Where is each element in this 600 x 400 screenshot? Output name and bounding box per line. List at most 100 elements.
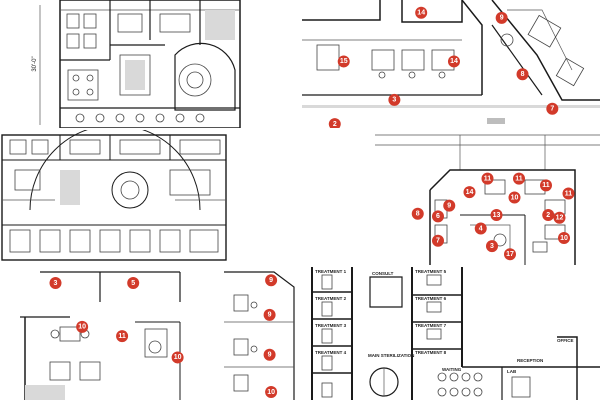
room-number-label: 11	[484, 175, 492, 182]
floor-plan-bottom-right: TREATMENT 1 TREATMENT 2 TREATMENT 3 TREATME…	[311, 267, 600, 400]
marker-group: 9 9 9 10	[263, 274, 278, 399]
room-number-marker	[411, 207, 424, 220]
room-number-label: 14	[450, 58, 458, 65]
room-number-marker	[508, 191, 521, 204]
room-number-marker	[513, 172, 525, 185]
room-number-marker	[265, 386, 278, 399]
room-label: TREATMENT 7	[415, 323, 447, 328]
room-number-label: 13	[493, 212, 501, 219]
floor-plan-bottom-left: 3 5 10 11 10	[20, 271, 184, 400]
room-label: LAB	[507, 369, 517, 374]
room-number-marker	[481, 172, 494, 185]
room-number-marker	[116, 330, 129, 343]
room-label: CONSULT	[372, 271, 394, 276]
room-label: TREATMENT 3	[315, 323, 347, 328]
room-label: TREATMENT 8	[415, 350, 447, 355]
plan-panel-top-right: 14 9 15 14 8 3 7 2	[302, 0, 600, 128]
room-number-marker	[432, 234, 444, 247]
room-number-marker	[171, 351, 184, 364]
room-label: MAIN STERILIZATION	[368, 353, 414, 358]
room-number-marker	[265, 274, 278, 287]
room-number-marker	[546, 102, 559, 115]
room-number-marker	[558, 232, 570, 244]
room-number-marker	[542, 209, 555, 222]
room-number-marker	[432, 210, 444, 223]
room-number-marker	[263, 348, 276, 361]
room-number-marker	[504, 248, 516, 261]
room-number-label: 2	[333, 121, 337, 128]
marker-group: 3 5 10 11 10	[49, 276, 184, 364]
room-number-label: 10	[78, 324, 86, 331]
room-number-label: 4	[479, 225, 483, 232]
room-label: TREATMENT 4	[315, 350, 347, 355]
room-number-label: 7	[436, 238, 440, 245]
room-number-label: 2	[546, 212, 550, 219]
room-number-marker	[463, 186, 476, 199]
room-number-label: 11	[118, 333, 126, 340]
room-number-label: 11	[542, 182, 550, 189]
room-number-label: 10	[560, 235, 568, 242]
room-number-label: 17	[506, 251, 514, 258]
room-number-marker	[76, 320, 89, 333]
room-number-label: 3	[392, 97, 396, 104]
plan-panel-bottom-left: 3 5 10 11 10	[0, 267, 222, 400]
room-label: TREATMENT 6	[415, 296, 447, 301]
room-number-marker	[495, 11, 508, 24]
room-number-marker	[562, 187, 575, 200]
room-label: OFFICE	[557, 338, 574, 343]
room-number-label: 6	[436, 213, 440, 220]
room-number-marker	[328, 118, 341, 128]
room-label-group: TREATMENT 1 TREATMENT 2 TREATMENT 3 TREATME…	[315, 269, 574, 374]
plan-panel-top-left: 30'-0"	[0, 0, 300, 128]
marker-group: 14 9 15 14 8 3 7 2	[328, 6, 559, 128]
room-number-marker	[415, 6, 428, 19]
floor-plan-top-left: 30'-0"	[32, 0, 241, 128]
floor-plan-middle-left	[1, 130, 227, 261]
room-number-label: 8	[521, 71, 525, 78]
room-label: RECEPTION	[517, 358, 543, 363]
room-number-label: 15	[340, 58, 348, 65]
room-label: TREATMENT 5	[415, 269, 447, 274]
room-number-label: 5	[131, 280, 135, 287]
room-number-label: 11	[565, 190, 573, 197]
room-number-label: 9	[447, 202, 451, 209]
room-number-label: 10	[174, 354, 182, 361]
room-number-label: 3	[490, 243, 494, 250]
room-label: WAITING	[442, 367, 462, 372]
room-number-label: 9	[269, 277, 273, 284]
room-number-label: 7	[550, 106, 554, 113]
room-number-marker	[263, 308, 276, 321]
room-number-label: 12	[556, 215, 564, 222]
room-number-marker	[49, 276, 62, 289]
room-number-label: 9	[268, 312, 272, 319]
room-number-marker	[490, 209, 503, 222]
dimension-label: 30'-0"	[32, 56, 38, 71]
room-number-label: 9	[268, 352, 272, 359]
room-number-label: 14	[417, 10, 425, 17]
room-number-label: 3	[54, 280, 58, 287]
room-number-marker	[337, 55, 350, 68]
room-number-marker	[447, 55, 460, 68]
room-number-marker	[127, 276, 140, 289]
room-number-marker	[540, 179, 552, 192]
room-number-marker	[553, 211, 566, 224]
room-label: TREATMENT 2	[315, 296, 347, 301]
room-number-label: 8	[416, 211, 420, 218]
room-number-label: 10	[511, 194, 519, 201]
floor-plan-top-right: 14 9 15 14 8 3 7 2	[302, 0, 600, 128]
room-number-label: 10	[267, 389, 275, 396]
room-number-label: 9	[500, 15, 504, 22]
room-number-label: 11	[515, 175, 523, 182]
plan-panel-bottom-mid: 9 9 9 10	[224, 267, 300, 400]
floor-plan-bottom-mid: 9 9 9 10	[224, 271, 295, 400]
room-label: TREATMENT 1	[315, 269, 347, 274]
room-number-marker	[443, 199, 456, 212]
room-number-marker	[388, 93, 401, 106]
room-number-marker	[474, 222, 487, 235]
room-number-marker	[516, 68, 529, 81]
plan-panel-middle-left	[0, 130, 228, 265]
room-number-marker	[486, 240, 498, 253]
